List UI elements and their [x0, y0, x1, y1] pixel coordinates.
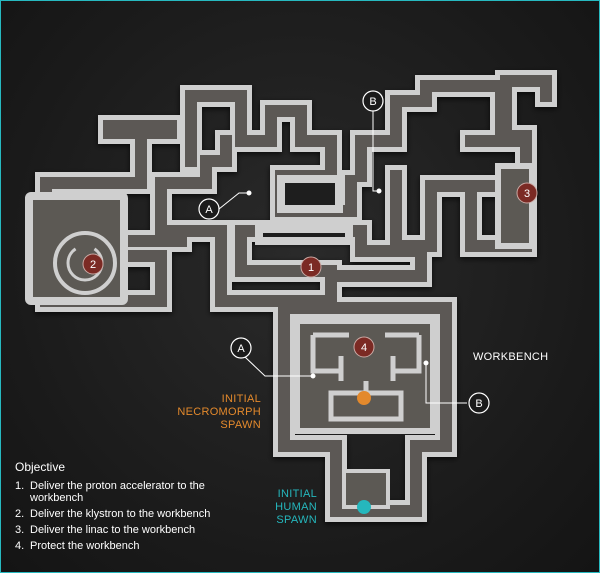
inner-block: [277, 175, 343, 213]
human-spawn-label: INITIAL HUMAN SPAWN: [225, 488, 317, 527]
workbench-walls: [310, 332, 422, 422]
callout-b-bottom: [468, 392, 490, 414]
callout-b-top-label: B: [369, 96, 376, 108]
objective-marker-4-label: 4: [361, 342, 367, 354]
objective-marker-3-label: 3: [524, 188, 530, 200]
objective-item: 2. Deliver the klystron to the workbench: [15, 508, 265, 520]
objective-marker-4: [353, 336, 375, 358]
objective-item: 1. Deliver the proton accelerator to the…: [15, 480, 265, 504]
objective-item: 3. Deliver the linac to the workbench: [15, 524, 265, 536]
necro-label-line-3: SPAWN: [220, 419, 261, 431]
human-label-line-2: HUMAN: [275, 501, 317, 513]
callout-b-top: [362, 90, 384, 112]
objective-item-number: 4.: [15, 540, 25, 552]
right-room: [495, 163, 535, 249]
objective-item-text: Deliver the proton accelerator to the wo…: [30, 480, 205, 504]
objective-item-number: 3.: [15, 524, 25, 536]
necromorph-spawn-dot: [357, 391, 371, 405]
human-spawn-dot: [357, 500, 371, 514]
left-room: [25, 192, 128, 305]
objective-item-number: 2.: [15, 508, 25, 520]
callout-a-top-label: A: [205, 204, 213, 216]
objective-item-text: Deliver the klystron to the workbench: [30, 508, 211, 520]
objective-item-number: 1.: [15, 480, 25, 492]
objective-marker-1-label: 1: [308, 262, 314, 274]
human-label-line-3: SPAWN: [276, 514, 317, 526]
objective-legend: Objective 1. Deliver the proton accelera…: [15, 460, 265, 556]
objective-item-line: workbench: [30, 492, 84, 504]
objective-marker-3: [516, 182, 538, 204]
leader-a-top: [218, 192, 249, 210]
callout-a-top: [198, 198, 220, 220]
ring-structure: [53, 231, 117, 295]
inner-bar: [255, 225, 353, 245]
callout-a-bottom: [230, 337, 252, 359]
objective-marker-1: [300, 256, 322, 278]
objective-item-text: Deliver the linac to the workbench: [30, 524, 196, 536]
necro-label-line-1: INITIAL: [221, 393, 261, 405]
objective-item-line: Deliver the proton accelerator to the: [30, 480, 205, 492]
leader-a-bottom: [244, 356, 313, 377]
necro-label-line-2: NECROMORPH: [177, 406, 261, 418]
objective-title: Objective: [15, 460, 66, 474]
objective-list: 1. Deliver the proton accelerator to the…: [15, 480, 265, 552]
callout-a-bottom-label: A: [237, 343, 245, 355]
workbench-label: WORKBENCH: [473, 351, 549, 363]
callout-b-bottom-label: B: [475, 398, 482, 410]
human-label-line-1: INITIAL: [277, 488, 317, 500]
necromorph-spawn-label: INITIAL NECROMORPH SPAWN: [171, 393, 261, 432]
leader-b-bottom: [425, 363, 467, 404]
objective-item: 4. Protect the workbench: [15, 540, 265, 552]
objective-item-text: Protect the workbench: [30, 540, 140, 552]
objective-marker-2: [82, 253, 104, 275]
objective-marker-2-label: 2: [90, 259, 96, 271]
